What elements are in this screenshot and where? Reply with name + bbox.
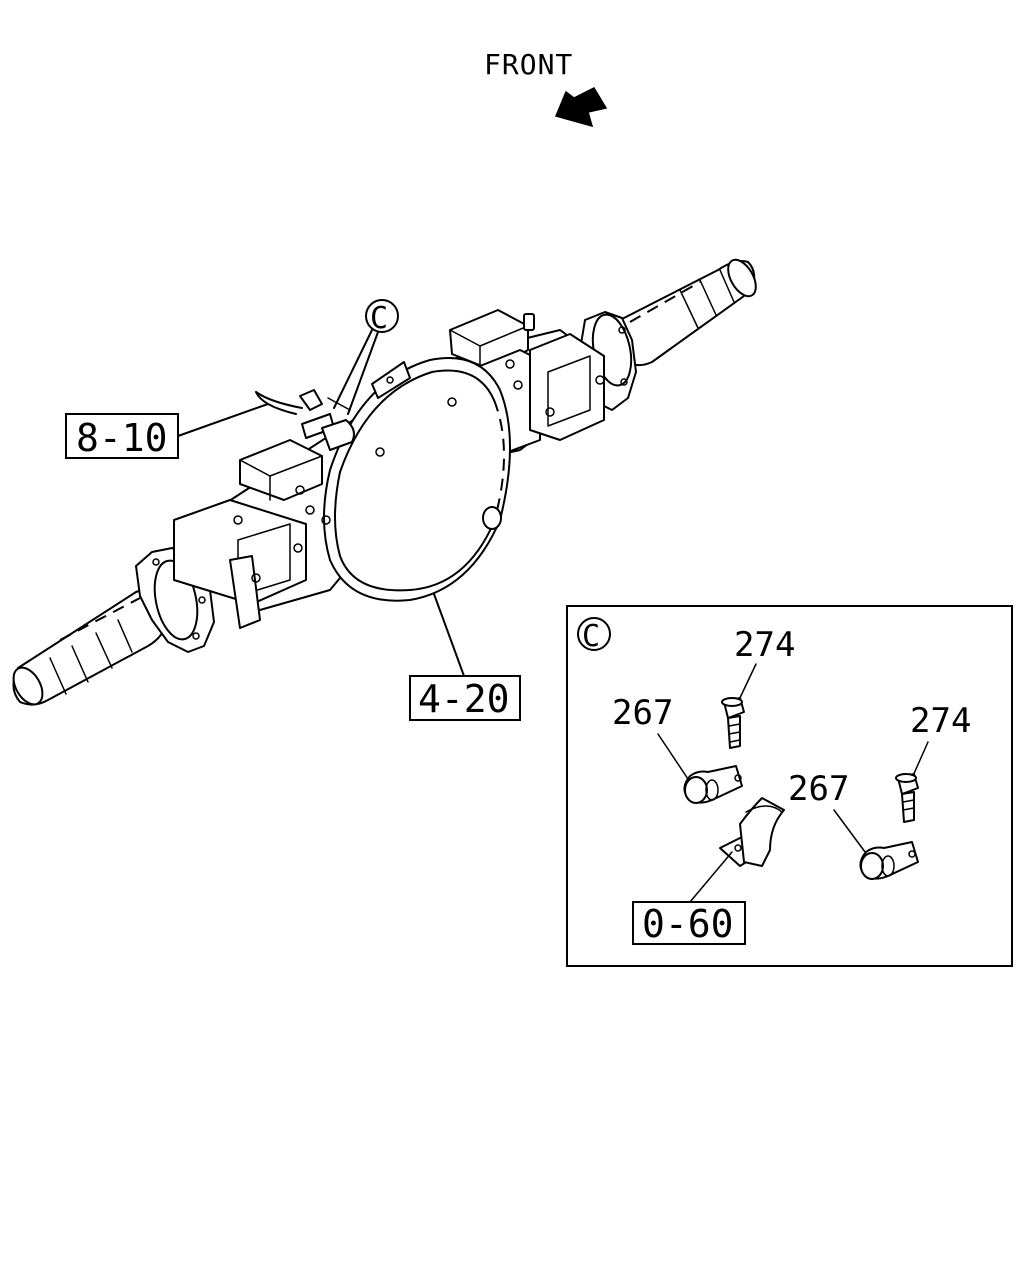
differential-cover bbox=[321, 357, 511, 602]
view-c-marker: C bbox=[333, 299, 399, 415]
svg-text:4-20: 4-20 bbox=[418, 677, 510, 721]
left-axle-tube bbox=[12, 588, 169, 706]
ref-box-4-20: 4-20 bbox=[409, 593, 521, 721]
part-number-267-right: 267 bbox=[788, 769, 849, 809]
front-label: FRONT bbox=[484, 48, 573, 81]
detail-view-c: C 274 267 0-60 bbox=[566, 605, 1013, 967]
rear-axle-assembly bbox=[12, 258, 757, 706]
svg-text:0-60: 0-60 bbox=[642, 902, 734, 946]
left-spring-seat bbox=[173, 439, 323, 629]
bracket-icon bbox=[719, 797, 785, 867]
ref-box-0-60 bbox=[632, 901, 746, 945]
bolt-icon bbox=[721, 697, 745, 749]
ref-box-8-10: 8-10 bbox=[65, 403, 269, 460]
pipe-clip-icon bbox=[859, 841, 919, 880]
svg-text:C: C bbox=[370, 301, 388, 336]
bolt-icon bbox=[895, 773, 919, 823]
pipe-clip-icon bbox=[683, 765, 743, 804]
svg-text:8-10: 8-10 bbox=[76, 416, 168, 460]
part-number-267-left: 267 bbox=[612, 693, 673, 733]
right-axle-tube bbox=[617, 258, 757, 366]
front-arrow-icon bbox=[554, 87, 608, 128]
part-number-274-right: 274 bbox=[910, 701, 971, 741]
svg-text:C: C bbox=[582, 619, 600, 654]
part-number-274-left: 274 bbox=[734, 625, 795, 665]
detail-c-marker: C bbox=[577, 617, 611, 654]
breather-hose bbox=[255, 389, 355, 451]
